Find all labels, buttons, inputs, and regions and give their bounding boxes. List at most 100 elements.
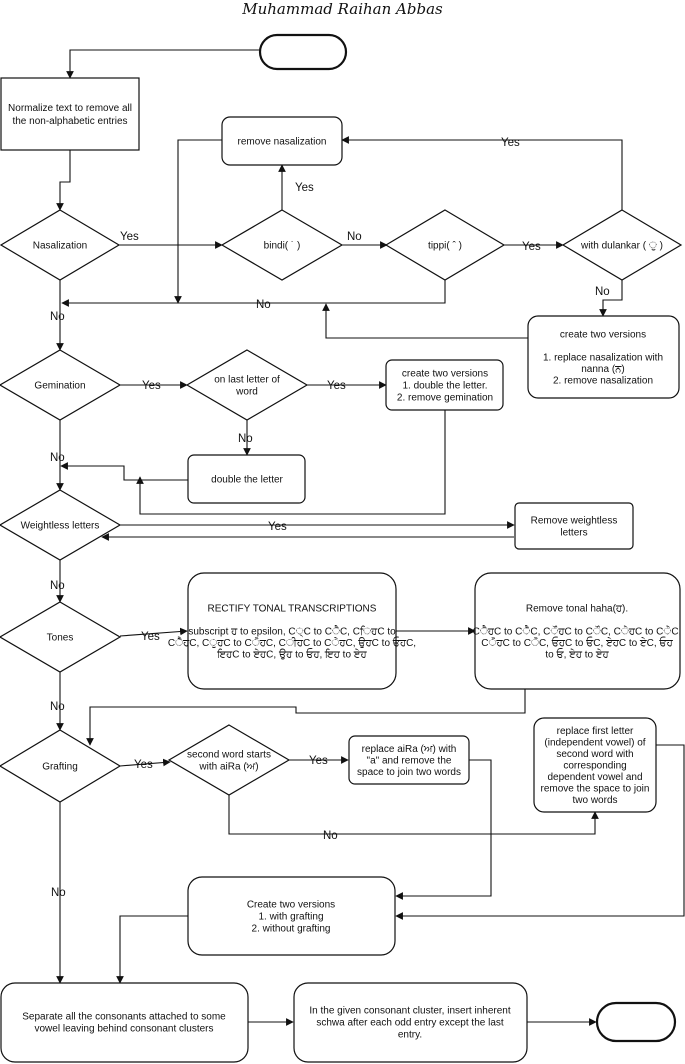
grafting-diamond	[0, 729, 122, 803]
nasalization-text: Nasalization	[33, 241, 87, 252]
replace-aira-box	[348, 735, 470, 785]
label-yes-tones: Yes	[141, 631, 160, 643]
node-text-line: 1. double the letter.	[402, 381, 487, 392]
node-text-line: replace aiRa (ਅ) with	[362, 744, 457, 755]
end-terminal	[595, 1001, 677, 1043]
node-text-line: double the letter	[211, 475, 283, 486]
node-text-line: vowel leaving behind consonant clusters	[35, 1024, 214, 1035]
node-text-line: 2. remove nasalization	[553, 376, 653, 387]
node-text-line: entry.	[398, 1030, 422, 1041]
bindi-diamond	[220, 209, 344, 281]
node-text-line: (independent vowel) of	[544, 738, 645, 749]
edge-start-normalize	[66, 49, 260, 79]
remove-weightless-box	[514, 502, 634, 550]
label-no-weightless: No	[50, 580, 65, 592]
separate-text: Separate all the consonants attached to …	[22, 1012, 226, 1035]
node-text-line: 2. remove gemination	[397, 393, 493, 404]
node-text-line: replace first letter	[557, 726, 634, 737]
double-letter-box	[187, 454, 306, 504]
double-letter-text: double the letter	[211, 475, 283, 486]
normalize-box	[0, 77, 140, 151]
edge-labels: Yes Yes No Yes Yes No No No Yes Yes No N…	[50, 137, 610, 899]
node-text-line: 2. without grafting	[252, 924, 331, 935]
node-text-line: two words	[572, 795, 617, 806]
start-terminal	[258, 33, 348, 71]
label-yes-remove: Yes	[295, 182, 314, 194]
node-text-line: create two versions	[560, 330, 646, 341]
label-no-grafting: No	[51, 887, 66, 899]
separate-box	[0, 982, 249, 1063]
edge-remove-merge	[174, 139, 222, 304]
label-no-last: No	[238, 433, 253, 445]
node-text-line: subscript ਹ to epsilon, C੍C to CੈC, CਿਹC…	[188, 626, 396, 638]
label-yes-bindi: Yes	[120, 231, 139, 243]
second-word-diamond	[167, 724, 291, 796]
gemination-diamond	[0, 349, 122, 421]
dulankar-text: with dulankar ( ੁ )	[580, 241, 663, 252]
node-text-line: Weightless letters	[21, 521, 100, 532]
node-text-line: Tones	[47, 633, 74, 644]
node-text-line: corresponding	[563, 761, 626, 772]
node-text-line: with dulankar ( ੁ )	[580, 241, 663, 252]
node-text-line: remove the space to join	[541, 784, 650, 795]
node-text-line: 1. replace nasalization with	[543, 353, 663, 364]
edge-normalize-nasalization	[56, 150, 71, 211]
node-text-line: the non-alphabetic entries	[12, 116, 127, 127]
edge-gemversions-merge	[136, 410, 446, 515]
remove-haha-box	[474, 572, 681, 690]
node-text-line: Create two versions	[247, 900, 335, 911]
rectify-box	[187, 572, 397, 690]
edge-dulankar-remove	[341, 136, 623, 210]
tones-text: Tones	[47, 633, 74, 644]
bindi-text: bindi( ˙ )	[264, 241, 301, 252]
edge-haha-grafting	[86, 689, 526, 746]
label-no-second: No	[323, 830, 338, 842]
node-text-line: create two versions	[402, 369, 488, 380]
gem-versions-box	[385, 359, 504, 411]
remove-nasalization-box	[221, 116, 343, 166]
nasal-versions-text: create two versions 1. replace nasalizati…	[543, 330, 663, 387]
edge-aira-graftversions	[395, 759, 492, 900]
normalize-text: Normalize text to remove all the non-alph…	[8, 103, 132, 127]
label-no-tippi: No	[347, 231, 362, 243]
remove-haha-text: Remove tonal haha(ਹ).CੈਹC to CੈC, CੌਹC t…	[473, 604, 682, 661]
node-text-line: Separate all the consonants attached to …	[22, 1012, 226, 1023]
node-text-line: word	[235, 387, 258, 398]
label-yes-weightless: Yes	[268, 521, 287, 533]
edge-versions-merge	[322, 303, 528, 339]
grafting-text: Grafting	[42, 762, 78, 773]
node-text-line: "a" and remove the	[367, 756, 452, 767]
node-text-line: 1. with grafting	[258, 912, 323, 923]
edges	[56, 49, 685, 1026]
node-text-line: tippi( ˆ )	[428, 240, 462, 252]
author-name: Muhammad Raihan Abbas	[242, 0, 443, 18]
node-text-line: schwa after each odd entry except the la…	[316, 1018, 504, 1029]
edge-graftversions-separate	[116, 915, 188, 984]
node-text-line: on last letter of	[214, 375, 280, 386]
remove-nasalization-text: remove nasalization	[238, 137, 327, 148]
node-text-line: remove nasalization	[238, 137, 327, 148]
node-text-line: CੋਹC to CੋC, ਓਹC to ਓC, ਏਹC to ਏC, ਓਹ	[481, 636, 673, 649]
node-text-line: Normalize text to remove all	[8, 103, 132, 114]
nasal-versions-box	[527, 315, 680, 399]
node-labels: Normalize text to remove all the non-alph…	[8, 103, 681, 1041]
node-text-line: second word with	[556, 749, 633, 760]
node-text-line: space to join two words	[357, 767, 461, 778]
node-text-line: Remove weightless	[531, 516, 618, 527]
weightless-text: Weightless letters	[21, 521, 100, 532]
node-text-line: CੈਹC, CੁਹC to CੋਹC, CੀਹC to CੇਹC, ਉਹC to…	[168, 636, 416, 649]
node-text-line: Grafting	[42, 762, 78, 773]
edge-grafting-second	[119, 758, 171, 767]
graft-versions-box	[187, 876, 396, 956]
node-text-line: with aiRa (ਅ)	[198, 762, 258, 773]
dulankar-diamond	[561, 209, 683, 281]
edge-second-first	[228, 795, 599, 835]
node-text-line: ਇਹC to ਏਹC, ਉਹ to ਓਹ, ਇਹ to ਏਹ	[216, 649, 367, 661]
node-text-line: second word starts	[187, 750, 271, 761]
label-no-dulankar: No	[595, 286, 610, 298]
node-text-line: In the given consonant cluster, insert i…	[309, 1006, 510, 1017]
